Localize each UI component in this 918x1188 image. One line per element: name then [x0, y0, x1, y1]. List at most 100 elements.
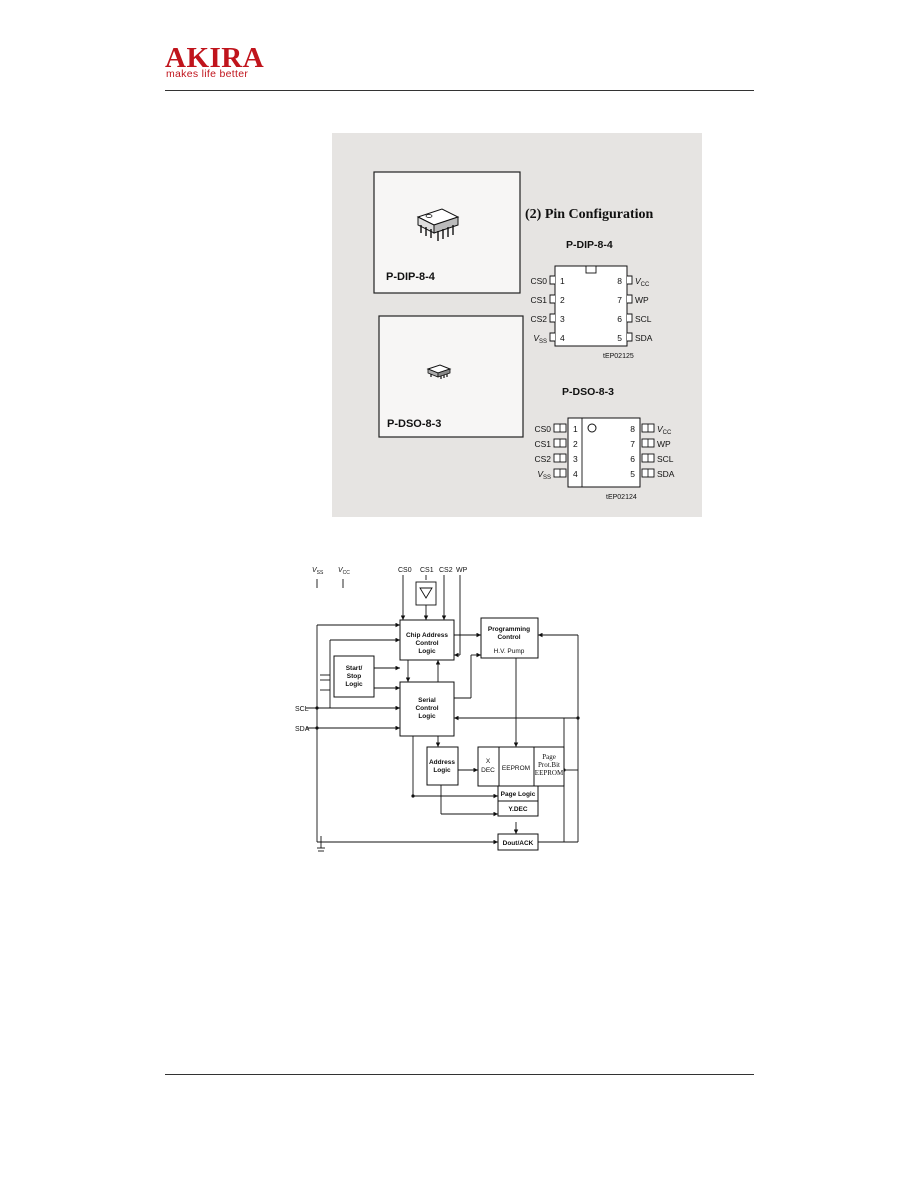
- address-logic-label-2: Logic: [433, 767, 451, 774]
- input-sda: SDA: [295, 726, 310, 733]
- serial-label-3: Logic: [418, 713, 436, 720]
- pin-number-right: 6: [630, 454, 635, 464]
- dso-pinout-body: [567, 417, 641, 488]
- programming-label-2: Control: [497, 634, 520, 641]
- pin-number-right: 8: [617, 276, 622, 286]
- dip-pin-lead-right: [627, 332, 633, 342]
- input-cs0: CS0: [398, 567, 412, 574]
- dip-pin-lead-left: [549, 313, 555, 323]
- pin-label-right: SDA: [657, 469, 675, 479]
- pin-label-right: SDA: [635, 333, 653, 343]
- brand-tagline: makes life better: [166, 68, 249, 80]
- pin-number-right: 5: [630, 469, 635, 479]
- pin-label-right: SCL: [657, 454, 674, 464]
- buffer-box: [415, 581, 437, 606]
- address-logic-block: [426, 746, 459, 786]
- dso-chip-icon: [426, 364, 452, 379]
- pin-number-right: 7: [617, 295, 622, 305]
- y-dec-block: [497, 800, 539, 817]
- input-cs2: CS2: [439, 567, 453, 574]
- serial-label-2: Control: [415, 705, 438, 712]
- dip-package-label: P-DIP-8-4: [386, 271, 436, 283]
- programming-control-block: [480, 617, 539, 659]
- start-stop-label-2: Stop: [347, 673, 361, 680]
- pin-label-left: CS0: [534, 424, 551, 434]
- pin-configuration-drawing: P-DIP-8-4 P-DSO-8-3 (2) Pin Configuratio…: [373, 171, 675, 501]
- start-stop-block: [333, 655, 375, 698]
- dip-pin-lead-right: [627, 275, 633, 285]
- page-prot-label-1: Page: [542, 753, 556, 761]
- input-scl: SCL: [295, 706, 309, 713]
- pin-number-left: 1: [560, 276, 565, 286]
- chip-address-label-1: Chip Address: [406, 632, 448, 639]
- pin-config-title: (2) Pin Configuration: [525, 207, 654, 222]
- dso-drawing-code: tEP02124: [606, 494, 637, 501]
- dout-ack-block: [497, 833, 539, 851]
- pin-number-left: 3: [573, 454, 578, 464]
- chip-address-block: [399, 619, 455, 661]
- pin-number-right: 8: [630, 424, 635, 434]
- pin-number-left: 1: [573, 424, 578, 434]
- programming-label-1: Programming: [488, 626, 530, 633]
- start-stop-label-3: Logic: [345, 681, 363, 688]
- y-dec-label: Y.DEC: [508, 806, 527, 813]
- dip-chip-icon: [416, 208, 460, 241]
- pin-number-left: 4: [560, 333, 565, 343]
- x-dec-label-1: X: [486, 758, 491, 765]
- block-diagram: VSS VCC CS0 CS1 CS2 WP SCL SDA Chip Addr…: [288, 560, 592, 860]
- footer-rule: [165, 1074, 754, 1075]
- serial-control-block: [399, 681, 455, 737]
- dip-pinout-title: P-DIP-8-4: [566, 239, 613, 251]
- pin-label-right: VCC: [657, 424, 672, 436]
- page-prot-block: [533, 746, 565, 787]
- pin-label-right: VCC: [635, 276, 650, 288]
- pin-label-left: CS1: [534, 439, 551, 449]
- page-logic-label: Page Logic: [501, 791, 536, 798]
- dip-package-box: [373, 171, 521, 294]
- pin-number-right: 6: [617, 314, 622, 324]
- buffer-triangle-icon: [419, 587, 433, 599]
- block-diagram-drawing: VSS VCC CS0 CS1 CS2 WP SCL SDA Chip Addr…: [295, 567, 580, 852]
- address-logic-label-1: Address: [429, 759, 455, 766]
- dout-ack-label: Dout/ACK: [503, 840, 534, 847]
- programming-label-3: H.V. Pump: [494, 648, 525, 655]
- vss-label: VSS: [312, 567, 324, 576]
- vcc-label: VCC: [338, 567, 350, 576]
- pin-number-right: 7: [630, 439, 635, 449]
- chip-address-label-3: Logic: [418, 648, 436, 655]
- pin-label-right: SCL: [635, 314, 652, 324]
- input-cs1: CS1: [420, 567, 434, 574]
- dip-pin-lead-right: [627, 294, 633, 304]
- pin-label-left: CS0: [530, 276, 547, 286]
- pin-number-left: 2: [573, 439, 578, 449]
- pin-number-right: 5: [617, 333, 622, 343]
- dso-pin1-dot: [587, 423, 597, 433]
- pin-label-right: WP: [657, 439, 671, 449]
- x-dec-label-2: DEC: [481, 767, 495, 774]
- header-rule: [165, 90, 754, 91]
- pin-number-left: 3: [560, 314, 565, 324]
- pin-label-right: WP: [635, 295, 649, 305]
- page-prot-label-3: EEPROM: [535, 769, 564, 777]
- pin-label-left: CS2: [530, 314, 547, 324]
- pin-configuration-figure: P-DIP-8-4 P-DSO-8-3 (2) Pin Configuratio…: [332, 133, 702, 517]
- dip-drawing-code: tEP02125: [603, 353, 634, 360]
- dip-pin-lead-left: [549, 275, 555, 285]
- pin-number-left: 2: [560, 295, 565, 305]
- pin-label-left: VSS: [533, 333, 547, 345]
- brand-logo: AKIRA: [165, 42, 265, 74]
- dip-notch: [585, 265, 597, 274]
- dip-pin-lead-left: [549, 332, 555, 342]
- page-prot-label-2: Prot.Bit: [538, 761, 560, 769]
- dso-pinout-title: P-DSO-8-3: [562, 386, 614, 398]
- dip-pin-lead-right: [627, 313, 633, 323]
- chip-address-label-2: Control: [415, 640, 438, 647]
- pin-label-left: CS2: [534, 454, 551, 464]
- eeprom-label: EEPROM: [502, 765, 530, 772]
- dso-package-label: P-DSO-8-3: [387, 418, 441, 430]
- pin-label-left: VSS: [537, 469, 551, 481]
- input-wp: WP: [456, 567, 468, 574]
- dso-package-box: [378, 315, 524, 438]
